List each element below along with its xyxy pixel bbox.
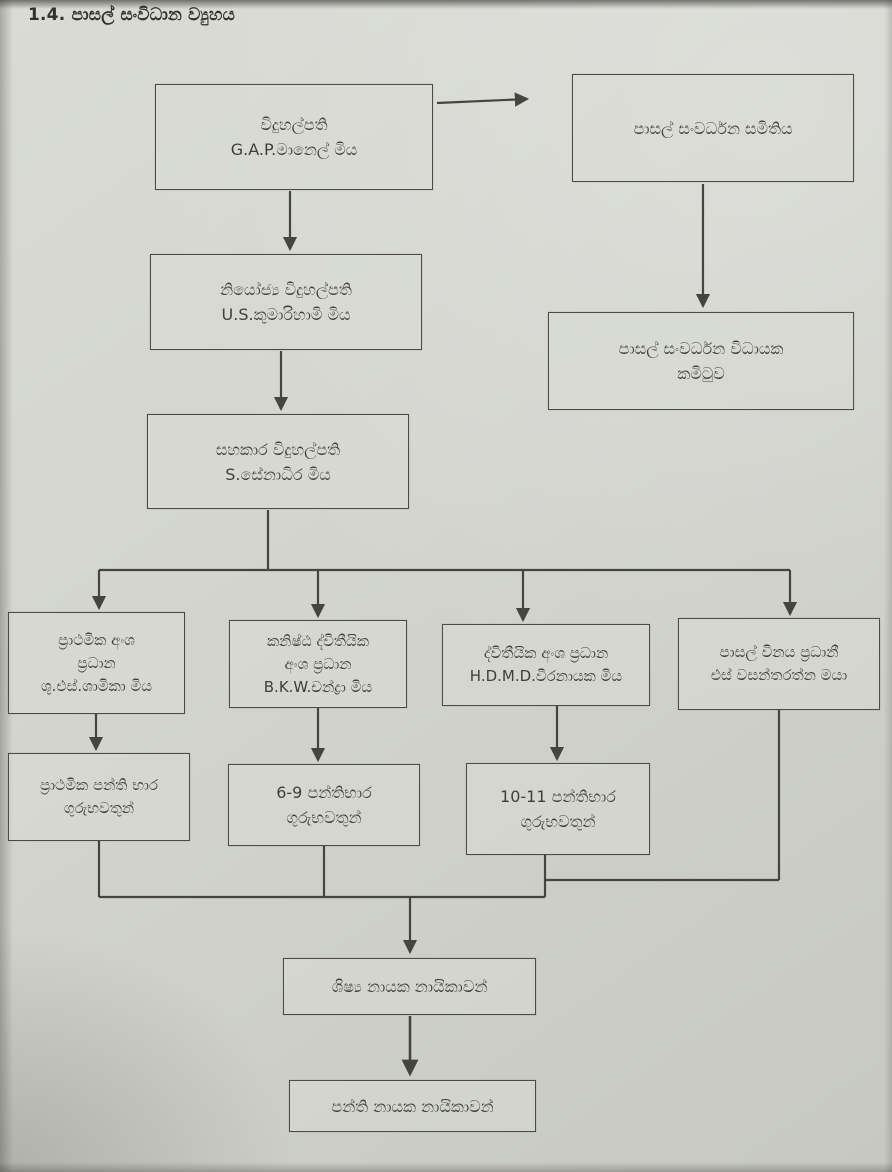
dev-exec-committee-line2: කමිටුව bbox=[677, 364, 725, 383]
class-leaders-box: පන්ති නායක නායිකාවන් bbox=[289, 1080, 536, 1132]
junior-secondary-head-line1: කනිෂ්ඨ ද්විතීයික bbox=[266, 631, 370, 650]
discipline-head-line1: පාසල් විනය ප්‍රධානී bbox=[719, 643, 839, 661]
grade-6-9-teachers-box: 6-9 පන්තිභාර ගුරුභවතුන් bbox=[228, 764, 420, 846]
deputy-principal-title: නියෝජ්‍ය විදුහල්පති bbox=[220, 280, 352, 299]
dev-society-box: පාසල් සංවර්ධන සමිතිය bbox=[572, 74, 854, 182]
grade-10-11-teachers-line2: ගුරුභවතුන් bbox=[520, 812, 596, 831]
principal-title: විදුහල්පති bbox=[260, 115, 328, 134]
junior-secondary-head-line2: අංශ ප්‍රධාන bbox=[284, 654, 352, 673]
student-prefects-box: ශිෂ්‍ය නායක නායිකාවන් bbox=[283, 958, 536, 1015]
grade-10-11-teachers-box: 10-11 පන්තිභාර ගුරුභවතුන් bbox=[466, 763, 650, 855]
primary-class-teachers-box: ප්‍රාථමික පන්ති භාර ගුරුභවතුන් bbox=[8, 753, 190, 841]
deputy-principal-name: U.S.කුමාරිහාමි මිය bbox=[221, 305, 351, 324]
principal-name: G.A.P.මානෙල් මිය bbox=[230, 140, 358, 159]
primary-class-teachers-line1: ප්‍රාථමික පන්ති භාර bbox=[39, 776, 159, 794]
grade-6-9-teachers-line2: ගුරුභවතුන් bbox=[286, 808, 362, 827]
junior-secondary-head-name: B.K.W.චන්ද්‍රා මිය bbox=[263, 677, 373, 696]
deputy-principal-box: නියෝජ්‍ය විදුහල්පති U.S.කුමාරිහාමි මිය bbox=[150, 254, 422, 350]
principal-box: විදුහල්පති G.A.P.මානෙල් මිය bbox=[155, 84, 433, 190]
grade-6-9-teachers-line1: 6-9 පන්තිභාර bbox=[276, 783, 372, 802]
dev-exec-committee-box: පාසල් සංවර්ධන විධායක කමිටුව bbox=[548, 312, 854, 410]
assistant-principal-name: S.සේනාධිර මිය bbox=[225, 464, 331, 484]
primary-section-head-name: ශු.එස්.ශාමිකා මිය bbox=[40, 676, 153, 695]
scan-edge-bottom bbox=[0, 1162, 892, 1172]
scan-edge-top bbox=[0, 0, 892, 9]
secondary-head-box: ද්විතීයික අංශ ප්‍රධාන H.D.M.D.වීරනායක මි… bbox=[442, 624, 650, 706]
secondary-head-name: H.D.M.D.වීරනායක මිය bbox=[469, 667, 623, 685]
class-leaders-label: පන්ති නායක නායිකාවන් bbox=[331, 1096, 494, 1116]
discipline-head-box: පාසල් විනය ප්‍රධානී එස් වසන්තරත්න මයා bbox=[678, 618, 880, 710]
dev-exec-committee-line1: පාසල් සංවර්ධන විධායක bbox=[618, 339, 784, 358]
discipline-head-name: එස් වසන්තරත්න මයා bbox=[710, 666, 848, 684]
primary-section-head-box: ප්‍රාථමික අංශ ප්‍රධාන ශු.එස්.ශාමිකා මිය bbox=[8, 612, 185, 714]
page-title: 1.4. පාසල් සංවිධාන ව්‍යුහය bbox=[28, 5, 236, 25]
junior-secondary-head-box: කනිෂ්ඨ ද්විතීයික අංශ ප්‍රධාන B.K.W.චන්ද්… bbox=[229, 620, 407, 708]
assistant-principal-box: සහකාර විදුහල්පති S.සේනාධිර මිය bbox=[147, 414, 409, 509]
scan-edge-right bbox=[884, 0, 892, 1172]
primary-section-head-line1: ප්‍රාථමික අංශ bbox=[58, 630, 135, 649]
primary-class-teachers-line2: ගුරුභවතුන් bbox=[63, 799, 135, 817]
dev-society-label: පාසල් සංවර්ධන සමිතිය bbox=[633, 118, 793, 138]
grade-10-11-teachers-line1: 10-11 පන්තිභාර bbox=[500, 787, 616, 806]
assistant-principal-title: සහකාර විදුහල්පති bbox=[215, 439, 341, 459]
scan-edge-left bbox=[0, 0, 13, 1172]
arrow-principal-to-dev-society bbox=[436, 92, 530, 107]
secondary-head-line1: ද්විතීයික අංශ ප්‍රධාන bbox=[483, 644, 609, 662]
student-prefects-label: ශිෂ්‍ය නායක නායිකාවන් bbox=[331, 977, 488, 996]
primary-section-head-line2: ප්‍රධාන bbox=[77, 653, 116, 672]
